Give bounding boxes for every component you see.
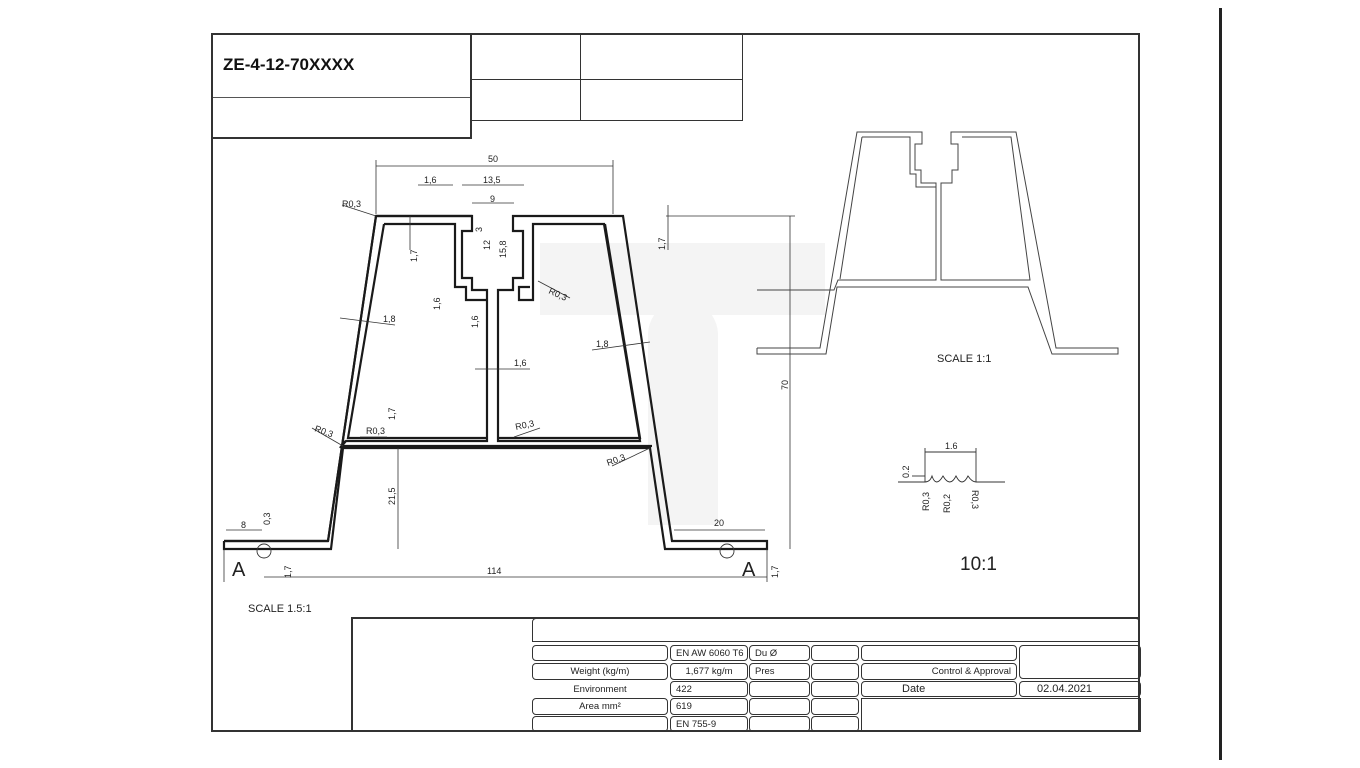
svg-text:1,6: 1,6 xyxy=(432,297,442,310)
svg-text:1,6: 1,6 xyxy=(424,175,437,185)
svg-text:20: 20 xyxy=(714,518,724,528)
header-cell xyxy=(580,79,743,121)
side-view-scale-label: SCALE 1:1 xyxy=(937,353,992,365)
svg-text:R0,3: R0,3 xyxy=(605,452,626,468)
side-view-profile xyxy=(756,131,1119,355)
svg-text:13,5: 13,5 xyxy=(483,175,501,185)
svg-text:1,6: 1,6 xyxy=(514,358,527,368)
svg-text:12: 12 xyxy=(482,240,492,250)
blank-cell xyxy=(749,681,810,697)
svg-text:1,7: 1,7 xyxy=(657,237,667,250)
material-cell: EN AW 6060 T6 xyxy=(670,645,748,661)
svg-text:21,5: 21,5 xyxy=(387,487,397,505)
part-number-box: ZE-4-12-70XXXX xyxy=(211,33,472,139)
detail-view-texts: 1.6 0.2 R0,3 R0,2 R0,3 xyxy=(901,441,980,513)
svg-text:R0,3: R0,3 xyxy=(342,199,361,209)
blank-cell xyxy=(811,645,859,661)
svg-text:R0,2: R0,2 xyxy=(942,494,952,513)
section-markers: A A xyxy=(232,543,756,581)
watermark xyxy=(648,300,718,525)
blank-cell xyxy=(749,716,810,732)
svg-text:R0,3: R0,3 xyxy=(514,418,535,432)
pres-label-cell: Pres xyxy=(749,663,810,680)
control-approval-label-cell: Control & Approval xyxy=(861,663,1017,680)
environment-value-cell: 422 xyxy=(670,681,748,697)
svg-text:0.2: 0.2 xyxy=(901,465,911,478)
svg-text:0,3: 0,3 xyxy=(262,512,272,525)
blank-cell xyxy=(532,645,668,661)
svg-text:R0,3: R0,3 xyxy=(921,492,931,511)
svg-text:114: 114 xyxy=(487,566,501,576)
environment-label-cell: Environment xyxy=(573,683,627,695)
blank-cell xyxy=(1019,645,1141,679)
blank-cell xyxy=(861,645,1017,661)
dimension-lines xyxy=(223,160,795,582)
svg-text:R0,3: R0,3 xyxy=(970,490,980,509)
svg-text:1,7: 1,7 xyxy=(283,565,293,578)
blank-cell xyxy=(749,698,810,715)
svg-text:1.6: 1.6 xyxy=(945,441,958,451)
svg-text:70: 70 xyxy=(780,380,790,390)
svg-text:R0,3: R0,3 xyxy=(313,423,334,439)
weight-label-cell: Weight (kg/m) xyxy=(532,663,668,680)
svg-text:15,8: 15,8 xyxy=(498,240,508,258)
blank-cell xyxy=(861,698,1141,732)
main-view-scale-label: SCALE 1.5:1 xyxy=(248,603,312,615)
area-value-cell: 619 xyxy=(670,698,748,715)
dimension-texts: 50 1,6 13,5 9 1,7 3 12 15,8 1,6 1,6 1,7 … xyxy=(241,154,790,578)
title-block-header-cell xyxy=(532,618,1140,642)
divider xyxy=(213,97,470,98)
main-profile xyxy=(222,214,769,551)
detail-scale-label: 10:1 xyxy=(960,554,997,575)
blank-cell xyxy=(811,663,859,680)
svg-text:1,6: 1,6 xyxy=(470,315,480,328)
blank-cell xyxy=(811,681,859,697)
blank-cell xyxy=(811,698,859,715)
svg-text:1,7: 1,7 xyxy=(409,249,419,262)
svg-text:1,7: 1,7 xyxy=(770,565,780,578)
svg-text:A: A xyxy=(232,559,246,581)
du-label-cell: Du Ø xyxy=(749,645,810,661)
svg-text:1,7: 1,7 xyxy=(387,407,397,420)
svg-text:R0,3: R0,3 xyxy=(366,426,385,436)
svg-text:3: 3 xyxy=(474,227,484,232)
blank-cell xyxy=(811,716,859,732)
svg-text:R0,3: R0,3 xyxy=(547,286,568,303)
standard-cell: EN 755-9 xyxy=(670,716,748,732)
date-label-cell: Date xyxy=(861,681,1017,697)
weight-value-cell: 1,677 kg/m xyxy=(670,663,748,680)
svg-text:1,8: 1,8 xyxy=(383,314,396,324)
svg-text:A: A xyxy=(742,559,756,581)
blank-cell xyxy=(532,716,668,732)
scan-edge-line xyxy=(1219,8,1222,760)
date-value-cell: 02.04.2021 xyxy=(1019,681,1141,697)
area-label-cell: Area mm² xyxy=(532,698,668,715)
svg-text:8: 8 xyxy=(241,520,246,530)
svg-text:1,8: 1,8 xyxy=(596,339,609,349)
part-number: ZE-4-12-70XXXX xyxy=(223,55,355,74)
dim-50: 50 xyxy=(488,154,498,164)
svg-text:9: 9 xyxy=(490,194,495,204)
detail-view xyxy=(898,448,1005,483)
